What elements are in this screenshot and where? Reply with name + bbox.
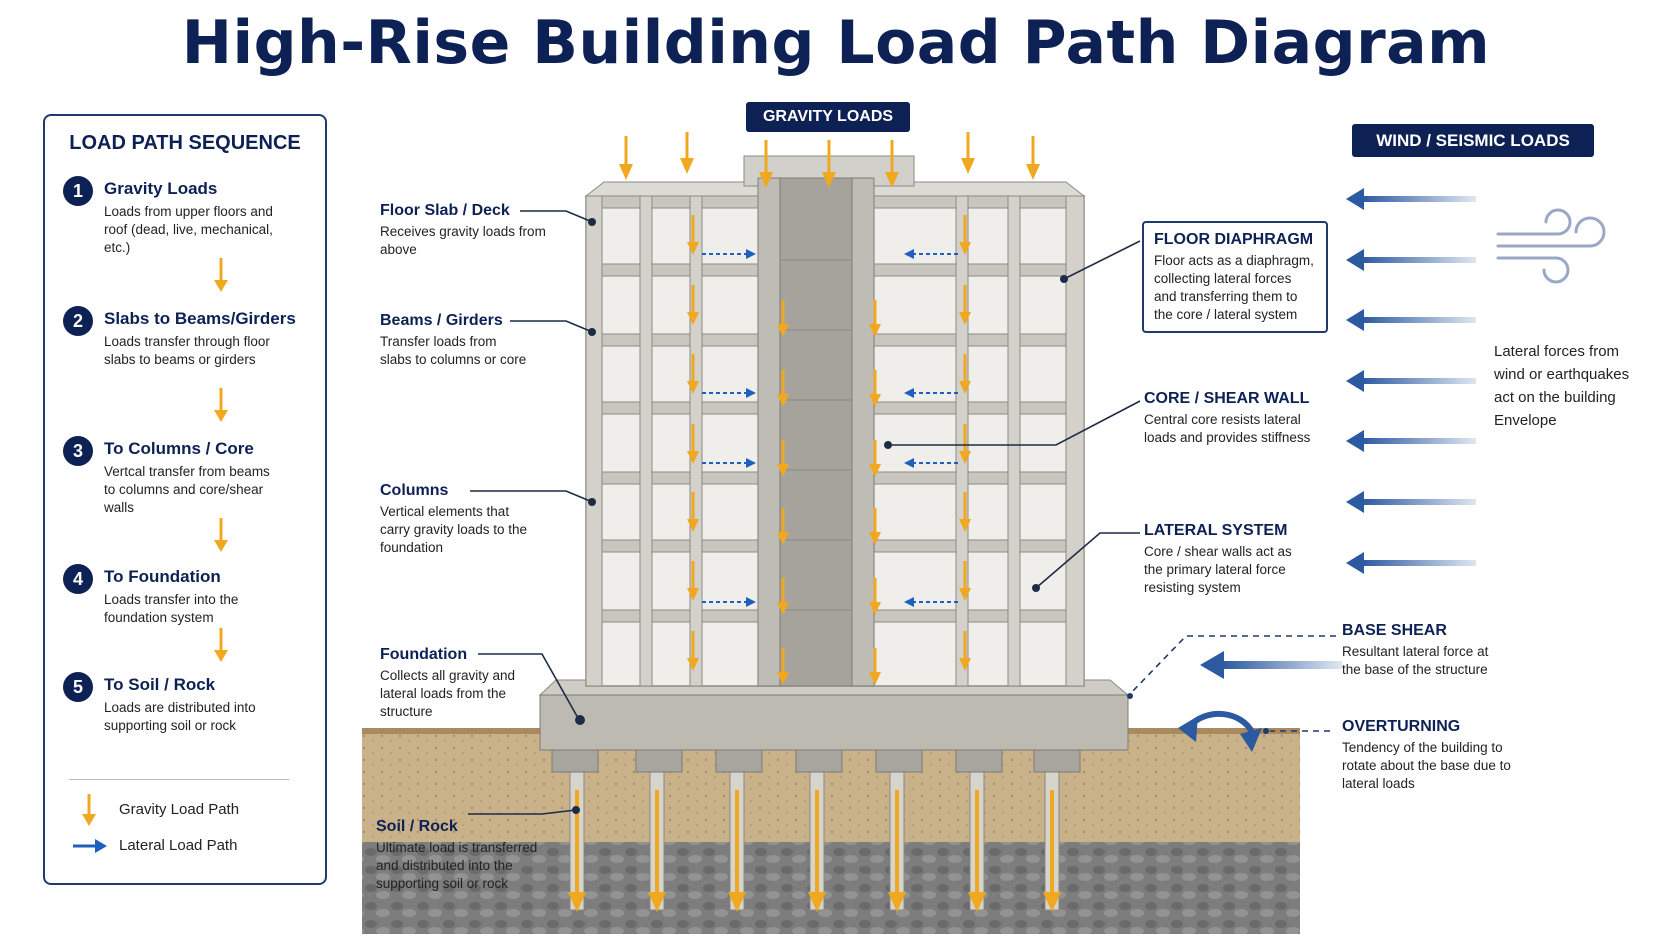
step-number: 4 (63, 564, 93, 594)
callout-description: Floor acts as a diaphragm, collecting la… (1154, 253, 1314, 322)
callout-title: LATERAL SYSTEM (1144, 522, 1288, 539)
step-description: Loads transfer through floor slabs to be… (104, 334, 270, 367)
callout-title: Foundation (380, 646, 468, 663)
legend-divider (69, 779, 289, 780)
lateral-arrow-icon (73, 839, 107, 853)
callout-description: Resultant lateral force at the base of t… (1342, 644, 1489, 677)
callout-title: CORE / SHEAR WALL (1144, 390, 1310, 407)
callout-floor-slab: Floor Slab / Deck Receives gravity loads… (380, 202, 550, 259)
callout-title: OVERTURNING (1342, 718, 1461, 735)
callout-description: Tendency of the building to rotate about… (1342, 740, 1511, 791)
rock-layer (362, 842, 1300, 934)
gravity-arrow-icon (214, 388, 228, 422)
callout-floor-diaphragm: FLOOR DIAPHRAGM Floor acts as a diaphrag… (1142, 221, 1328, 333)
gravity-loads-badge: GRAVITY LOADS (746, 102, 910, 132)
gravity-arrow-icon (214, 258, 228, 292)
step-description: Loads from upper floors and roof (dead, … (104, 204, 273, 255)
wind-seismic-badge: WIND / SEISMIC LOADS (1352, 124, 1594, 157)
page-title: High-Rise Building Load Path Diagram (181, 8, 1491, 78)
callout-core-shear-wall: CORE / SHEAR WALL Central core resists l… (1144, 390, 1314, 447)
callout-description: Core / shear walls act as the primary la… (1144, 544, 1292, 595)
load-path-sequence-panel: LOAD PATH SEQUENCE 1 Gravity Loads Loads… (43, 114, 327, 885)
callout-title: BASE SHEAR (1342, 622, 1447, 639)
wind-note: Lateral forces from wind or earthquakes … (1494, 343, 1630, 429)
callout-title: FLOOR DIAPHRAGM (1154, 231, 1314, 248)
callout-title: Soil / Rock (376, 818, 458, 835)
callout-description: Collects all gravity and lateral loads f… (380, 668, 516, 719)
step-title: To Soil / Rock (104, 675, 216, 694)
step-title: To Foundation (104, 567, 221, 586)
callout-columns: Columns Vertical elements that carry gra… (380, 482, 540, 557)
gravity-arrow-icon (214, 628, 228, 662)
callout-overturning: OVERTURNING Tendency of the building to … (1342, 718, 1512, 793)
callout-base-shear: BASE SHEAR Resultant lateral force at th… (1342, 622, 1502, 679)
gravity-arrow-icon (214, 518, 228, 552)
lateral-arrow-icon (1346, 188, 1476, 574)
legend-label: Gravity Load Path (119, 801, 240, 818)
step-number: 5 (63, 672, 93, 702)
step-description: Vertcal transfer from beams to columns a… (104, 464, 270, 515)
callout-description: Receives gravity loads from above (380, 224, 546, 257)
step-title: Gravity Loads (104, 179, 218, 198)
callout-title: Columns (380, 482, 449, 499)
callout-soil-rock: Soil / Rock Ultimate load is transferred… (376, 818, 556, 893)
sequence-heading: LOAD PATH SEQUENCE (69, 132, 301, 154)
wind-icon (1496, 208, 1606, 284)
callout-title: Beams / Girders (380, 312, 503, 329)
callout-description: Ultimate load is transferred and distrib… (376, 840, 538, 891)
callout-description: Central core resists lateral loads and p… (1144, 412, 1311, 445)
legend-label: Lateral Load Path (119, 837, 238, 854)
step-title: Slabs to Beams/Girders (104, 309, 296, 328)
step-number: 2 (63, 306, 93, 336)
callout-beams-girders: Beams / Girders Transfer loads from slab… (380, 312, 530, 369)
callout-lateral-system: LATERAL SYSTEM Core / shear walls act as… (1144, 522, 1314, 597)
callout-title: Floor Slab / Deck (380, 202, 510, 219)
callout-description: Vertical elements that carry gravity loa… (380, 504, 528, 555)
step-description: Loads are distributed into supporting so… (104, 700, 256, 733)
step-title: To Columns / Core (104, 439, 254, 458)
gravity-arrow-icon (82, 794, 96, 826)
callout-foundation: Foundation Collects all gravity and late… (380, 646, 540, 721)
callout-description: Transfer loads from slabs to columns or … (380, 334, 527, 367)
step-description: Loads transfer into the foundation syste… (104, 592, 239, 625)
step-number: 1 (63, 176, 93, 206)
step-number: 3 (63, 436, 93, 466)
